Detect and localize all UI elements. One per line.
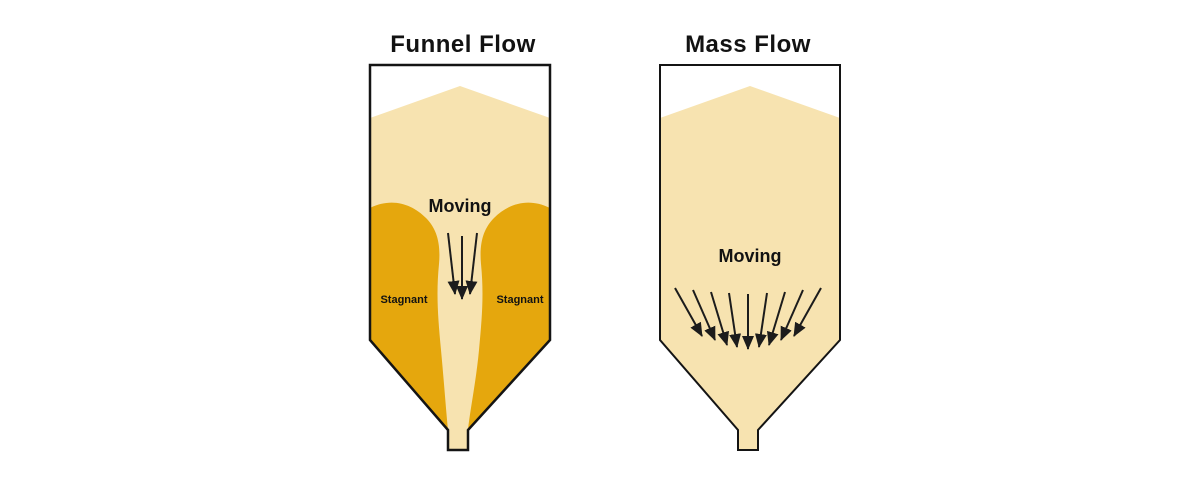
mass-hopper-outline [659,64,841,451]
mass-material-region [660,86,840,450]
stagnant-right-label: Stagnant [496,294,543,306]
mass-arrow [692,289,716,341]
mass-arrow [674,287,703,337]
mass-flow-group: Mass Flow Moving [659,31,841,451]
mass-moving-label: Moving [719,246,782,266]
funnel-moving-label: Moving [429,196,492,216]
mass-arrow [767,291,786,346]
funnel-flow-title: Funnel Flow [390,31,535,58]
funnel-flow-group: Funnel Flow Moving Stagnant Stagnant [368,31,552,452]
stagnant-left-region [370,202,448,430]
stagnant-left-label: Stagnant [380,294,427,306]
funnel-arrow [465,232,478,295]
mass-flow-arrows [674,287,822,350]
mass-arrow [793,287,822,337]
mass-arrow [728,292,742,348]
mass-arrow [754,292,768,348]
mass-flow-title: Mass Flow [685,31,811,58]
funnel-hopper-outline [368,63,552,452]
funnel-arrow [447,232,460,295]
stagnant-right-region [468,202,550,430]
funnel-flow-arrows [447,232,478,300]
mass-arrow [780,289,804,341]
mass-arrow [710,291,729,346]
